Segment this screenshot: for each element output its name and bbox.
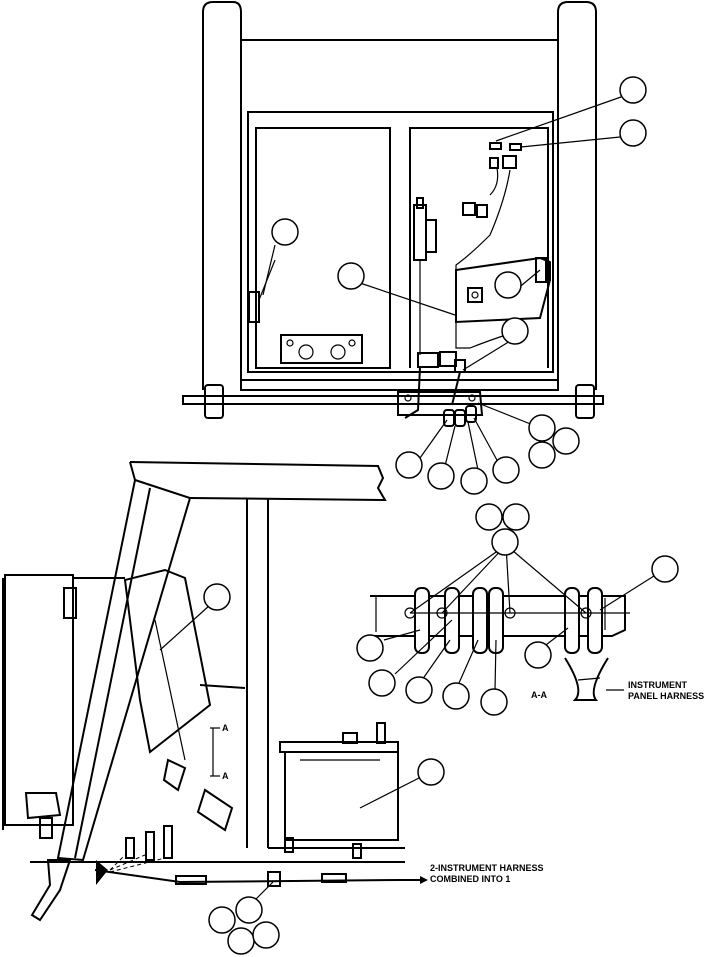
callout-circle xyxy=(427,462,455,490)
callout-bubbles xyxy=(203,76,679,955)
callout-circle xyxy=(480,688,508,716)
callout-circle xyxy=(502,503,530,531)
callout-circle xyxy=(395,451,423,479)
callout-circle xyxy=(475,503,503,531)
callout-circle xyxy=(271,218,299,246)
callout-circle xyxy=(442,682,470,710)
callout-circle xyxy=(619,76,647,104)
instrument-panel-harness-label-1: INSTRUMENT xyxy=(628,680,687,690)
callout-circle xyxy=(501,317,529,345)
callout-circle xyxy=(208,906,236,934)
side-view: A A xyxy=(2,461,428,922)
callout-circle xyxy=(619,119,647,147)
instrument-panel-harness-label-2: PANEL HARNESS xyxy=(628,691,704,701)
callout-circle xyxy=(528,441,556,469)
callout-circle xyxy=(227,927,255,955)
top-cabinet-view xyxy=(182,1,622,471)
callout-circle xyxy=(356,634,384,662)
section-marker-top: A xyxy=(222,723,229,733)
section-a-a-detail: A-A INSTRUMENT PANEL HARNESS xyxy=(370,544,704,701)
callout-circle xyxy=(492,456,520,484)
callout-circle xyxy=(491,528,519,556)
callout-circle xyxy=(524,641,552,669)
combined-harness-label-2: COMBINED INTO 1 xyxy=(430,874,510,884)
callout-circle xyxy=(405,676,433,704)
combined-harness-label-1: 2-INSTRUMENT HARNESS xyxy=(430,863,544,873)
section-marker-bottom: A xyxy=(222,771,229,781)
callout-circle xyxy=(460,467,488,495)
callout-circle xyxy=(368,669,396,697)
callout-circle xyxy=(235,896,263,924)
callout-circle xyxy=(417,758,445,786)
callout-circle xyxy=(494,271,522,299)
callout-circle xyxy=(528,414,556,442)
callout-circle xyxy=(252,921,280,949)
callout-circle xyxy=(203,583,231,611)
callout-circle xyxy=(337,262,365,290)
callout-circle xyxy=(651,555,679,583)
section-a-a-label: A-A xyxy=(531,690,547,700)
callout-circle xyxy=(552,427,580,455)
